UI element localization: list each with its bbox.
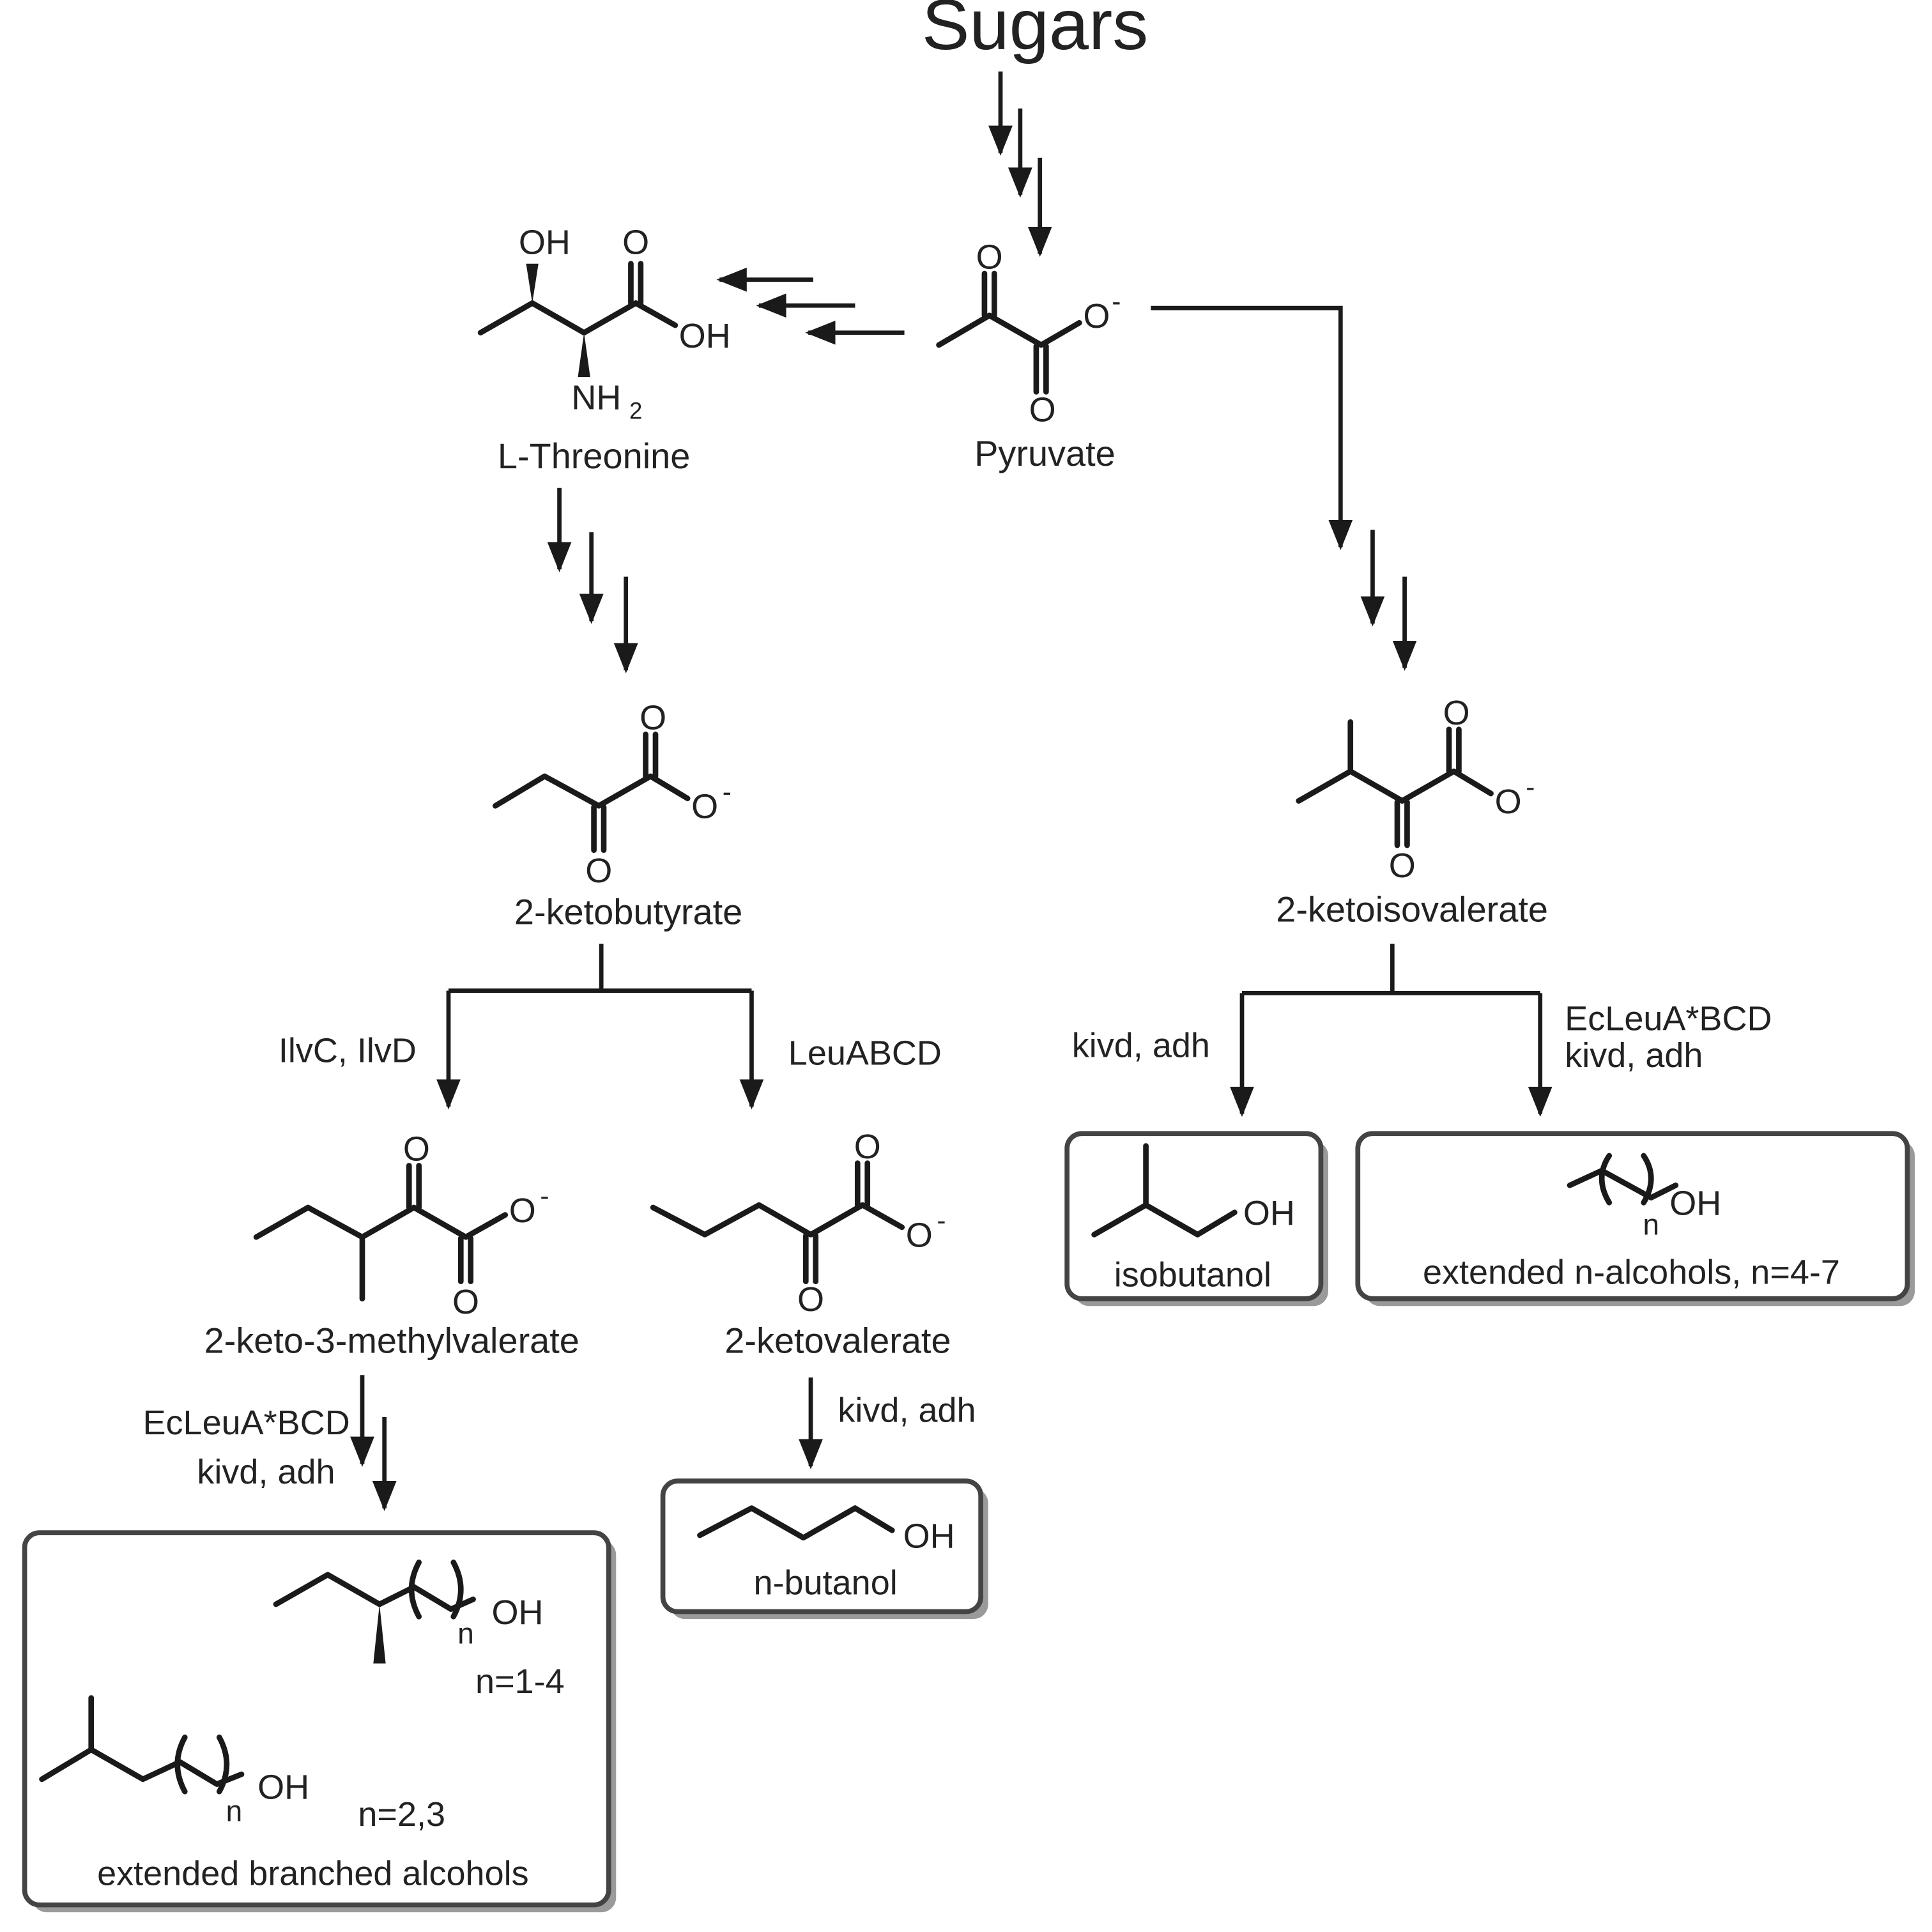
ketovalerate-structure: O O O - (650, 1128, 946, 1319)
threonine-o-top: O (622, 223, 649, 261)
ketoisovalerate-label: 2-ketoisovalerate (1276, 889, 1548, 930)
ketobutyrate-branch (436, 944, 764, 1110)
ketovalerate-o-bottom: O (797, 1280, 824, 1319)
branched1-n: n (457, 1617, 474, 1650)
threonine-nh: NH (571, 378, 621, 417)
n-alcohols-n: n (1643, 1208, 1659, 1241)
ketoisovalerate-charge: - (1526, 772, 1535, 802)
enzyme-ecleua-right-line2: kivd, adh (1565, 1036, 1703, 1075)
ketobutyrate-label: 2-ketobutyrate (514, 891, 742, 931)
sugars-label: Sugars (922, 0, 1148, 65)
n-butanol-label: n-butanol (754, 1564, 898, 1602)
threonine-oh-top: OH (519, 223, 571, 261)
branched1-oh: OH (492, 1593, 544, 1632)
keto-methylvalerate-o-minus: O (509, 1192, 536, 1230)
ketovalerate-label: 2-ketovalerate (724, 1321, 951, 1361)
enzyme-kivd-adh-butanol: kivd, adh (838, 1392, 976, 1430)
isobutanol-label: isobutanol (1114, 1255, 1271, 1294)
pyruvate-o-top: O (976, 238, 1003, 276)
n-butanol-oh: OH (903, 1517, 955, 1555)
threonine-structure: OH O OH NH 2 (477, 223, 731, 424)
pyruvate-charge: - (1112, 286, 1121, 316)
keto-methylvalerate-structure: O O O - (253, 1130, 549, 1321)
ketoisovalerate-branch (1230, 944, 1552, 1117)
threonine-to-ketobutyrate-arrows (547, 487, 638, 673)
pyruvate-to-threonine-arrows (716, 267, 905, 345)
to-ketoisovalerate-arrows (1360, 530, 1417, 671)
pyruvate-structure: O O O - (936, 238, 1121, 429)
branched2-n: n (226, 1794, 243, 1827)
isobutanol-oh: OH (1243, 1194, 1295, 1232)
enzyme-ecleua-left-line2: kivd, adh (197, 1453, 335, 1491)
keto-methylvalerate-charge: - (540, 1181, 549, 1211)
ketoisovalerate-structure: O O O - (1296, 694, 1535, 885)
enzyme-kivd-adh-isobutanol: kivd, adh (1072, 1027, 1210, 1065)
n-butanol-box: OH n-butanol (660, 1478, 988, 1620)
branched2-oh: OH (257, 1768, 309, 1807)
threonine-oh-right: OH (679, 317, 731, 355)
branched1-n-range: n=1-4 (475, 1662, 565, 1701)
enzyme-ilvc-ilvd: IlvC, IlvD (279, 1031, 417, 1070)
ketovalerate-o-top: O (854, 1128, 881, 1166)
extended-n-alcohols-label: extended n-alcohols, n=4-7 (1423, 1254, 1840, 1292)
enzyme-ecleua-right-line1: EcLeuA*BCD (1565, 999, 1772, 1038)
ketobutyrate-o-top: O (640, 699, 666, 737)
enzyme-leuabcd: LeuABCD (788, 1034, 942, 1072)
pyruvate-right-connector (1151, 305, 1353, 551)
pyruvate-o-bottom: O (1029, 391, 1056, 429)
ketoisovalerate-o-bottom: O (1389, 847, 1416, 885)
extended-branched-alcohols-box: n OH n=1-4 n OH n=2,3 extended branched … (22, 1530, 617, 1913)
ketovalerate-charge: - (937, 1206, 946, 1236)
sugars-to-pyruvate-arrows (988, 71, 1052, 257)
enzyme-ecleua-left-line1: EcLeuA*BCD (143, 1404, 350, 1442)
keto-methylvalerate-o-bottom: O (452, 1283, 479, 1321)
ketoisovalerate-o-top: O (1443, 694, 1470, 732)
ketovalerate-o-minus: O (906, 1216, 933, 1255)
ketobutyrate-o-minus: O (691, 788, 718, 826)
branched2-n-range: n=2,3 (358, 1795, 445, 1834)
pyruvate-o-minus: O (1083, 297, 1110, 335)
keto-methylvalerate-label: 2-keto-3-methylvalerate (204, 1321, 579, 1361)
n-alcohols-oh: OH (1669, 1184, 1721, 1223)
ketobutyrate-o-bottom: O (585, 852, 612, 890)
isobutanol-box: OH isobutanol (1064, 1131, 1328, 1307)
pyruvate-label: Pyruvate (974, 433, 1116, 473)
threonine-nh-sub: 2 (629, 398, 642, 424)
ketobutyrate-structure: O O O - (492, 699, 732, 890)
extended-n-alcohols-box: n OH extended n-alcohols, n=4-7 (1355, 1131, 1915, 1307)
extended-branched-label: extended branched alcohols (97, 1855, 529, 1893)
keto-methylvalerate-o-top: O (403, 1130, 430, 1169)
ketobutyrate-charge: - (723, 777, 732, 807)
ketoisovalerate-o-minus: O (1495, 783, 1522, 821)
threonine-label: L-Threonine (498, 436, 690, 476)
keto-methylvalerate-arrows (350, 1375, 397, 1512)
